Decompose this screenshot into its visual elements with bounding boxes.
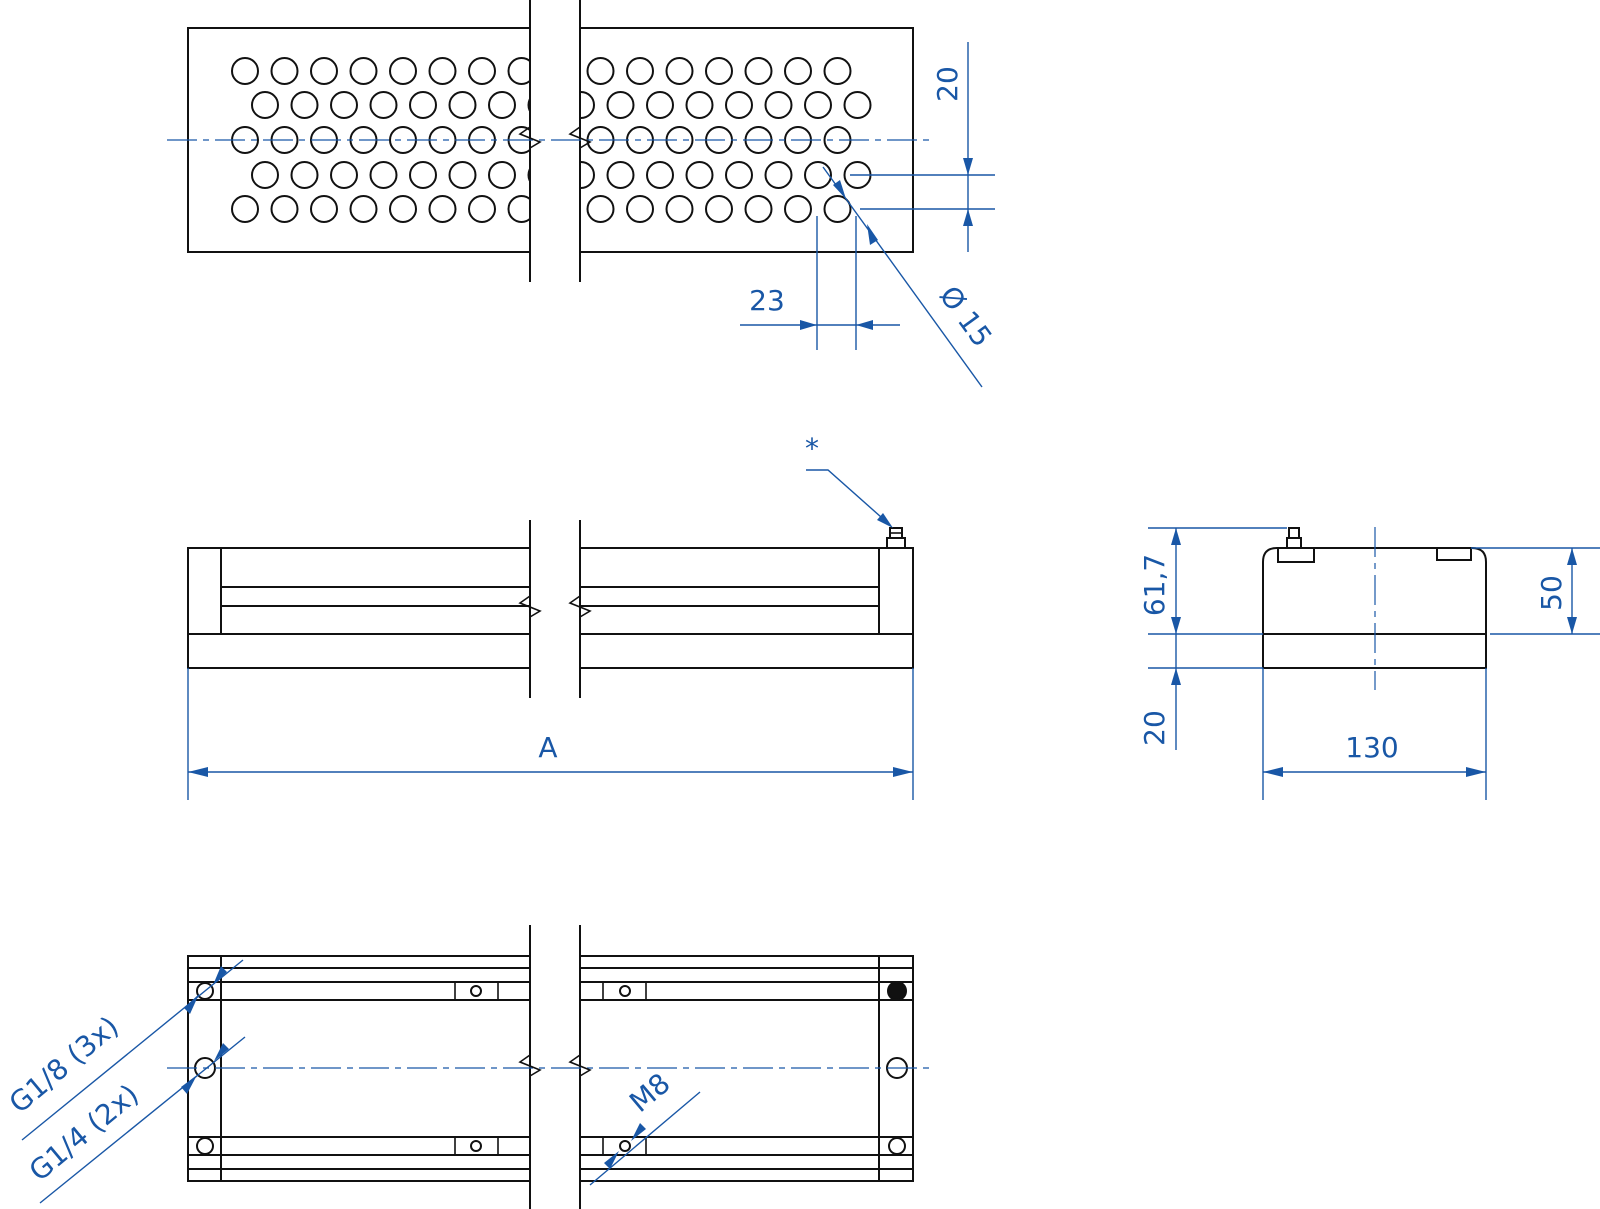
front-view: * A (187, 432, 914, 800)
bottom-view: G1/8 (3x) G1/4 (2x) M8 (3, 925, 935, 1209)
perforation-hole (764, 91, 793, 119)
perforation-hole (626, 57, 654, 85)
perforation-hole (349, 57, 378, 85)
label-thread-m8: M8 (623, 1067, 676, 1119)
perforation-hole (744, 195, 773, 223)
perforation-hole (665, 195, 694, 223)
perforation-hole (290, 91, 319, 119)
dim-length-a: A (538, 731, 557, 764)
perforation-hole (468, 195, 496, 223)
perforation-hole (823, 57, 852, 85)
dim-width: 130 (1345, 731, 1398, 764)
perforation-hole (823, 195, 852, 223)
perforation-hole (488, 161, 516, 189)
perforation-hole (804, 161, 832, 189)
asterisk-note: * (805, 432, 819, 465)
perforation-hole (448, 91, 477, 119)
perforation-hole (409, 161, 437, 189)
perforation-hole (646, 91, 674, 119)
perforation-hole (705, 195, 733, 223)
perforation-hole (310, 195, 338, 223)
perforation-hole (606, 161, 635, 189)
perforation-hole (428, 195, 457, 223)
side-view: 61,7 20 50 130 (1138, 527, 1600, 800)
dim-hole-diameter: Ø 15 (933, 280, 999, 353)
perforation-hole (744, 57, 773, 85)
perforation-hole (389, 57, 417, 85)
perforation-hole (409, 91, 437, 119)
perforation-hole (310, 57, 338, 85)
dim-body-height: 50 (1535, 575, 1568, 611)
perforation-hole (685, 91, 714, 119)
perforation-hole (389, 195, 417, 223)
perforation-hole (626, 195, 654, 223)
perforation-hole (369, 161, 398, 189)
perforation-hole (843, 91, 872, 119)
dim-pitch-vertical: 20 (931, 66, 964, 102)
perforation-hole (270, 57, 299, 85)
perforation-hole (586, 195, 615, 223)
perforation-hole (369, 91, 398, 119)
perforation-hole (784, 195, 812, 223)
perforation-hole (725, 161, 753, 189)
perforation-hole (725, 91, 753, 119)
perforation-hole (330, 91, 358, 119)
perforation-hole (349, 195, 378, 223)
perforation-hole (804, 91, 832, 119)
perforation-hole (685, 161, 714, 189)
perforation-hole (665, 57, 694, 85)
perforation-hole (784, 57, 812, 85)
perforation-hole (231, 195, 259, 223)
perforation-hole (251, 161, 279, 189)
perforation-hole (251, 91, 279, 119)
dim-total-height: 61,7 (1138, 554, 1171, 616)
perforation-hole (468, 57, 496, 85)
perforation-hole (646, 161, 674, 189)
top-view: 20 23 Ø 15 (167, 0, 999, 388)
perforation-hole (231, 57, 259, 85)
perforation-hole (764, 161, 793, 189)
perforation-hole (705, 57, 733, 85)
perforation-hole (290, 161, 319, 189)
perforation-hole (330, 161, 358, 189)
perforation-hole (606, 91, 635, 119)
dim-base-height: 20 (1138, 710, 1171, 746)
perforation-hole (586, 57, 615, 85)
dim-pitch-horizontal: 23 (749, 284, 785, 317)
perforation-hole (270, 195, 299, 223)
perforation-hole (448, 161, 477, 189)
perforation-hole (428, 57, 457, 85)
perforation-hole (488, 91, 516, 119)
